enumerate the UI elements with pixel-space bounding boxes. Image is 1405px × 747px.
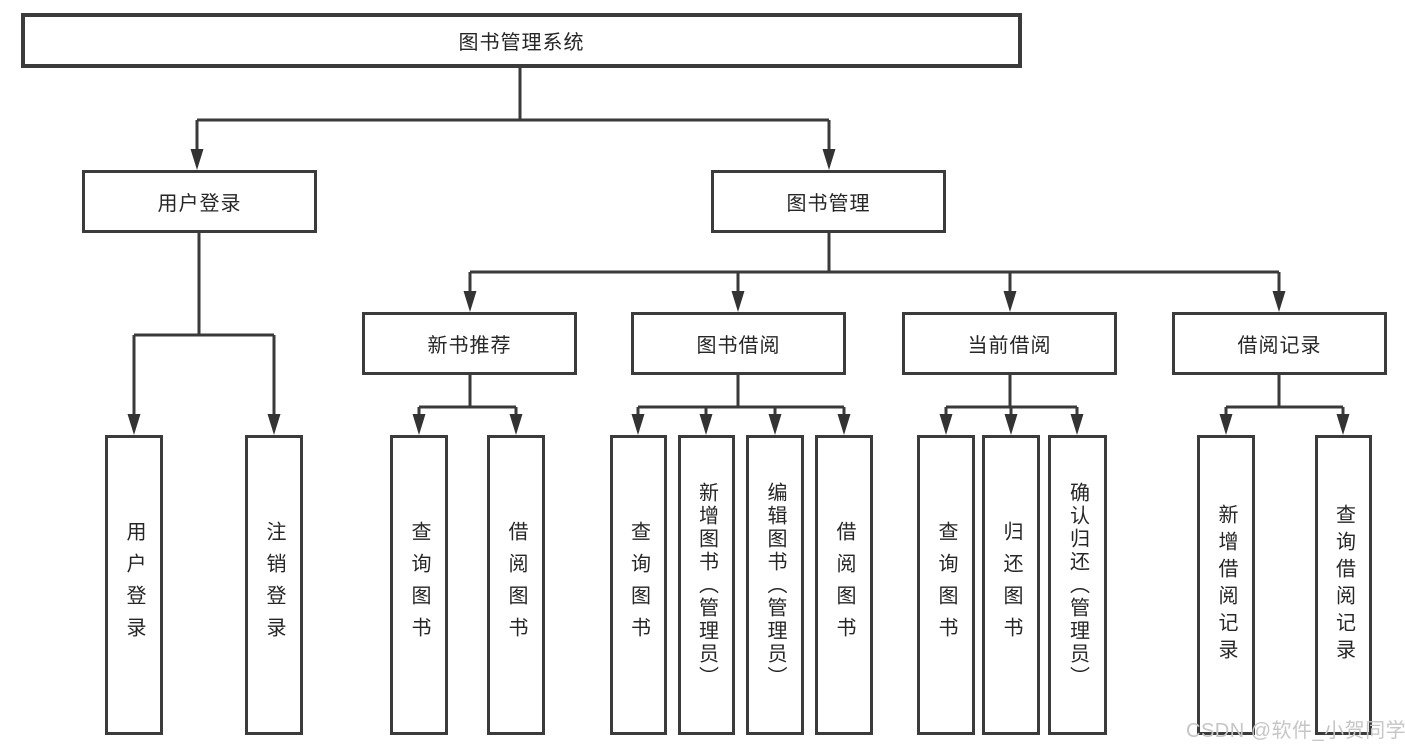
node-label: 新增借阅记录 (1215, 504, 1237, 666)
node-query-borrow-record: 查询借阅记录 (1315, 435, 1372, 735)
node-confirm-return-admin: 确认归还（管理员） (1048, 435, 1107, 735)
edges-user-login-branch (127, 233, 281, 435)
node-label: 图书管理系统 (458, 32, 585, 54)
node-label: 编辑图书（管理员） (764, 481, 786, 689)
node-book-management: 图书管理 (711, 170, 946, 233)
node-user-login: 用户登录 (82, 170, 317, 233)
node-label: 查询借阅记录 (1332, 504, 1355, 666)
node-query-books-borrowing: 查询图书 (610, 435, 667, 735)
node-label: 新书推荐 (427, 335, 512, 357)
node-label: 借阅图书 (505, 521, 527, 649)
node-label: 借阅图书 (833, 521, 855, 649)
node-edit-books-admin: 编辑图书（管理员） (746, 435, 804, 735)
node-query-books-current: 查询图书 (917, 435, 975, 735)
node-book-borrowing: 图书借阅 (631, 312, 846, 375)
node-query-books-recommend: 查询图书 (390, 435, 448, 735)
node-label: 归还图书 (1000, 521, 1022, 649)
node-label: 用户登录 (157, 193, 242, 215)
node-label: 图书借阅 (696, 335, 781, 357)
edges-root-to-level2 (190, 68, 836, 170)
node-label: 注销登录 (263, 521, 285, 649)
edges-current-borrowing-branch (939, 375, 1084, 435)
csdn-watermark: CSDN @软件_小贺同学 (1186, 720, 1405, 742)
node-label: 确认归还（管理员） (1066, 481, 1089, 689)
node-borrow-books-action: 借阅图书 (815, 435, 873, 735)
node-current-borrowing: 当前借阅 (902, 312, 1117, 375)
node-logout-action: 注销登录 (245, 435, 303, 735)
edges-borrowing-records-branch (1219, 375, 1350, 435)
node-borrowing-records: 借阅记录 (1172, 312, 1387, 375)
node-label: 查询图书 (627, 521, 650, 649)
edges-book-management-branch (463, 233, 1286, 312)
node-return-books: 归还图书 (982, 435, 1040, 735)
node-label: 借阅记录 (1237, 335, 1322, 357)
node-label: 图书管理 (786, 193, 871, 215)
node-label: 查询图书 (935, 521, 957, 649)
node-add-books-admin: 新增图书（管理员） (678, 435, 735, 735)
edges-new-book-recommend-branch (412, 375, 523, 435)
node-user-login-action: 用户登录 (105, 435, 163, 735)
node-label: 查询图书 (408, 521, 430, 649)
node-label: 用户登录 (123, 521, 145, 649)
node-library-management-system: 图书管理系统 (21, 13, 1022, 68)
node-borrow-books-recommend: 借阅图书 (487, 435, 545, 735)
node-label: 新增图书（管理员） (695, 481, 718, 689)
node-add-borrow-record: 新增借阅记录 (1197, 435, 1255, 735)
node-label: 当前借阅 (967, 335, 1052, 357)
edges-book-borrowing-branch (631, 375, 851, 435)
node-new-book-recommend: 新书推荐 (362, 312, 577, 375)
